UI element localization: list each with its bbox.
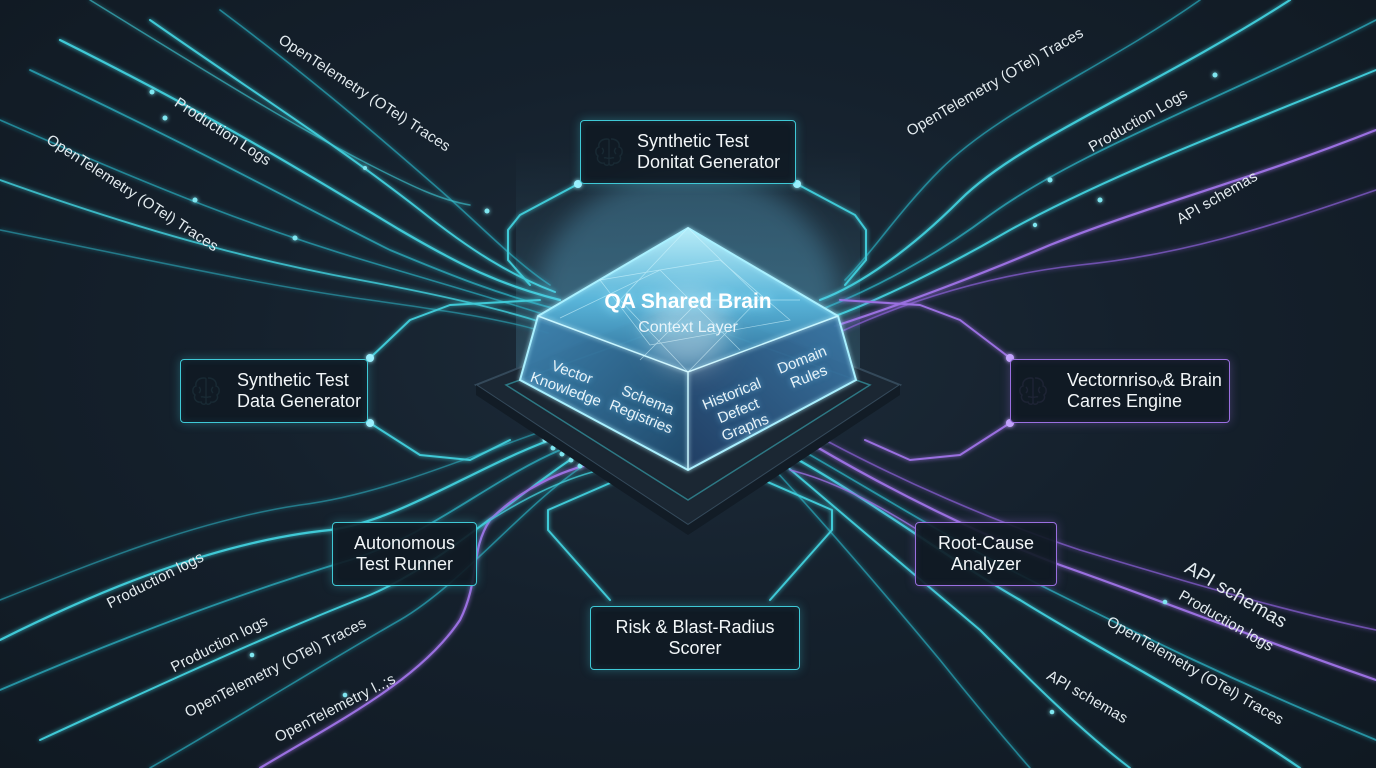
brain-icon-slot <box>593 135 627 169</box>
node-label-line1: Vectornrisoᵥ& Brain <box>1067 370 1222 390</box>
stream-lines-top-left <box>0 0 562 334</box>
node-label-line2: Data Generator <box>237 391 362 411</box>
node-label-line1: Root-Cause <box>937 533 1035 553</box>
node-label-line2: Donitat Generator <box>637 152 781 172</box>
node-risk-blast-radius-scorer[interactable]: Risk & Blast-Radius Scorer <box>590 606 800 670</box>
node-label-line2: Scorer <box>668 638 722 658</box>
connectors <box>369 183 1011 601</box>
core-cube <box>518 226 858 472</box>
stream-dots-top-left <box>149 89 490 241</box>
node-label-line2: Test Runner <box>355 554 454 574</box>
stream-dots-top-right <box>1032 72 1218 228</box>
node-synthetic-test-data-generator[interactable]: Synthetic Test Data Generator <box>180 359 368 423</box>
core-title: QA Shared Brain <box>604 290 772 313</box>
node-synthetic-test-top[interactable]: Synthetic Test Donitat Generator <box>580 120 796 184</box>
node-label-line1: Synthetic Test <box>237 370 349 390</box>
node-label-line2: Carres Engine <box>1067 391 1183 411</box>
stream-lines-top-right <box>818 0 1376 333</box>
brain-icon-slot <box>1023 374 1057 408</box>
node-label-line2: Analyzer <box>950 554 1021 574</box>
node-root-cause-analyzer[interactable]: Root-Cause Analyzer <box>915 522 1057 586</box>
node-vector-brain-engine[interactable]: Vectornrisoᵥ& Brain Carres Engine <box>1010 359 1230 423</box>
brain-icon-slot <box>193 374 227 408</box>
node-autonomous-test-runner[interactable]: Autonomous Test Runner <box>332 522 477 586</box>
node-label-line1: Autonomous <box>353 533 456 553</box>
node-label-line1: Synthetic Test <box>637 131 749 151</box>
node-label-line1: Risk & Blast-Radius <box>615 617 775 637</box>
stream-lines-bottom-right <box>774 439 1376 768</box>
core-subtitle: Context Layer <box>638 319 738 336</box>
